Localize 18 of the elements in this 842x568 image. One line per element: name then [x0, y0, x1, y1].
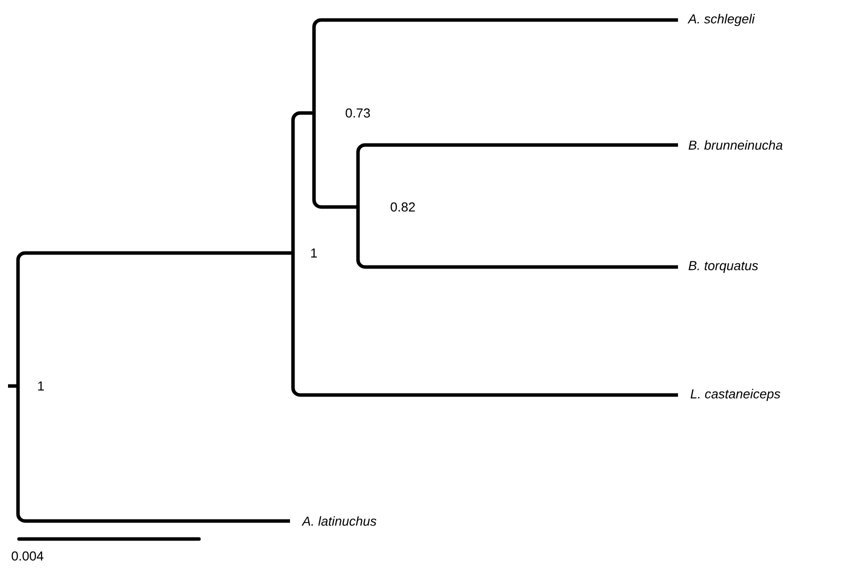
branch-line — [16, 251, 293, 386]
support-value: 0.82 — [390, 202, 415, 212]
taxon-label: A. latinuchus — [302, 516, 376, 526]
support-value: 1 — [311, 248, 317, 258]
taxon-label: B. brunneinucha — [688, 140, 782, 150]
support-value: 0.73 — [346, 108, 370, 118]
branch-line — [291, 253, 678, 397]
branch-line — [356, 207, 678, 269]
branch-line — [356, 143, 678, 207]
taxon-label: B. torquatus — [688, 261, 758, 273]
support-value: 1 — [38, 382, 44, 390]
branch-line — [16, 386, 290, 523]
taxon-label: L. castaneiceps — [690, 388, 780, 402]
scale-label: 0.004 — [12, 551, 44, 561]
branch-line — [312, 18, 678, 113]
taxon-label: A. schlegeli — [688, 14, 755, 26]
branch-line — [291, 111, 314, 253]
branch-line — [312, 113, 358, 209]
